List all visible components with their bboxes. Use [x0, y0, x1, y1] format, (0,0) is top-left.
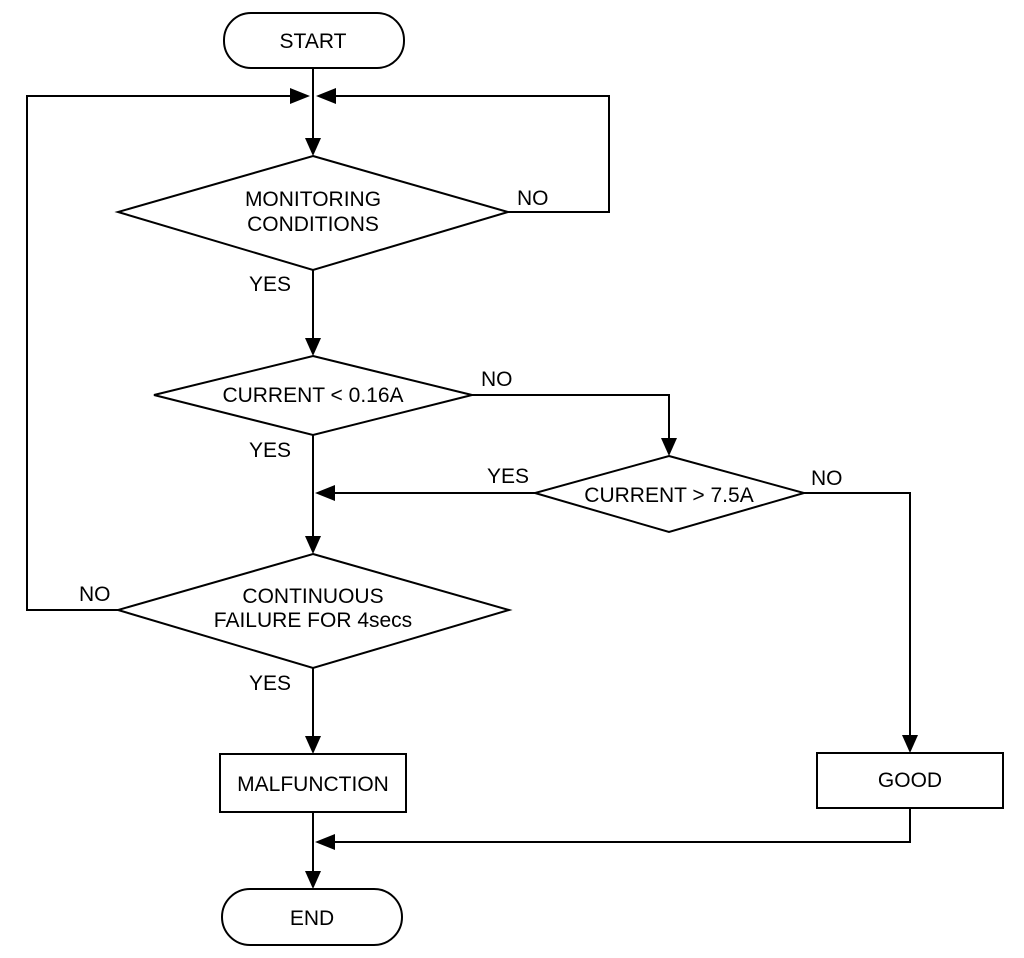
label-current-high-no: NO	[811, 467, 843, 490]
good-label: GOOD	[878, 769, 942, 792]
continuous-failure-decision: CONTINUOUS FAILURE FOR 4secs	[114, 552, 513, 670]
arrow-into-continuous	[305, 536, 321, 554]
connector-continuous-no-loop	[26, 95, 292, 611]
end-node: END	[221, 888, 403, 946]
continuous-label-line1: CONTINUOUS	[242, 585, 383, 608]
continuous-label-line2: FAILURE FOR 4secs	[214, 609, 412, 632]
arrow-into-end	[305, 871, 321, 889]
arrow-into-current-high	[661, 438, 677, 456]
connectors	[26, 68, 911, 873]
label-monitoring-no: NO	[517, 187, 549, 210]
arrow-into-current-low	[305, 338, 321, 356]
label-continuous-yes: YES	[249, 672, 291, 695]
monitoring-label-line2: CONDITIONS	[247, 213, 379, 236]
connector-good-to-end	[332, 808, 911, 843]
arrow-good-merge	[315, 834, 335, 850]
arrow-into-malfunction	[305, 736, 321, 754]
monitoring-conditions-decision: MONITORING CONDITIONS	[114, 154, 512, 272]
arrow-current-high-yes	[315, 485, 335, 501]
label-monitoring-yes: YES	[249, 273, 291, 296]
good-node: GOOD	[816, 752, 1004, 809]
current-high-decision: CURRENT > 7.5A	[531, 454, 808, 534]
monitoring-label-line1: MONITORING	[245, 188, 381, 211]
connector-current-low-no	[472, 394, 670, 440]
malfunction-node: MALFUNCTION	[219, 753, 407, 813]
start-node-label: START	[280, 30, 347, 53]
arrow-into-monitoring	[305, 138, 321, 156]
branch-labels: NO YES NO YES YES NO NO YES	[79, 187, 843, 695]
label-current-low-yes: YES	[249, 439, 291, 462]
current-low-label: CURRENT < 0.16A	[222, 384, 403, 407]
connector-current-high-no	[804, 492, 911, 737]
arrow-merge-from-left	[290, 88, 310, 104]
start-node: START	[223, 12, 405, 69]
malfunction-label: MALFUNCTION	[237, 773, 389, 796]
arrowheads	[290, 88, 918, 889]
current-high-label: CURRENT > 7.5A	[584, 484, 753, 507]
connector-monitoring-no-loop	[334, 95, 610, 213]
label-current-low-no: NO	[481, 368, 513, 391]
arrow-merge-from-right	[316, 88, 336, 104]
end-node-label: END	[290, 907, 334, 930]
label-continuous-no: NO	[79, 583, 111, 606]
current-low-decision: CURRENT < 0.16A	[153, 354, 473, 437]
arrow-into-good	[902, 735, 918, 753]
label-current-high-yes: YES	[487, 465, 529, 488]
